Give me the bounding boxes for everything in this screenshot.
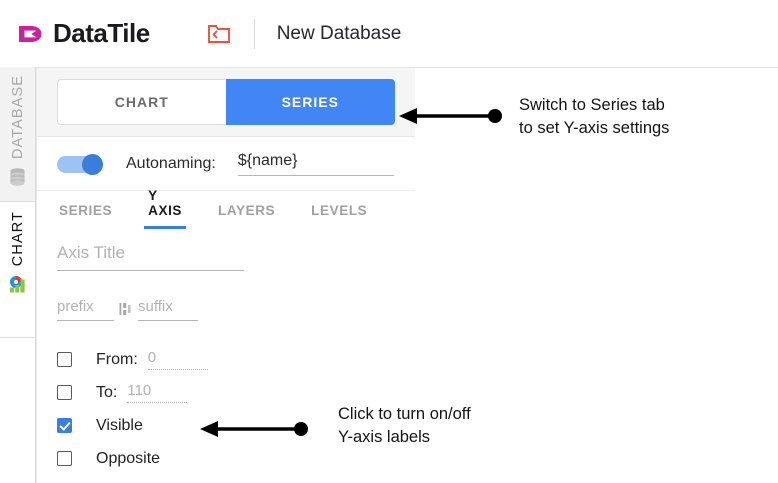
header-divider bbox=[253, 18, 255, 49]
axis-subtabs: SERIES Y AXIS LAYERS LEVELS bbox=[37, 188, 415, 229]
autonaming-label: Autonaming: bbox=[126, 154, 216, 172]
prefix-suffix-row: prefix suffix bbox=[57, 298, 395, 321]
checkbox-row-opposite: Opposite bbox=[57, 442, 395, 475]
mode-toggle-bar: CHART SERIES bbox=[37, 68, 415, 137]
checkbox-from-label: From: bbox=[96, 350, 138, 368]
chart-pie-bars-icon bbox=[7, 273, 29, 295]
left-tab-rail: DATABASE CHART bbox=[0, 67, 36, 483]
datatile-logo-icon bbox=[16, 19, 46, 49]
annotation-label-2: Click to turn on/off Y-axis labels bbox=[338, 405, 471, 447]
toggle-knob bbox=[82, 153, 103, 175]
database-title: New Database bbox=[276, 22, 402, 44]
checkbox-to[interactable] bbox=[57, 385, 72, 400]
axis-title-input[interactable]: Axis Title bbox=[57, 243, 244, 271]
database-cylinder-icon bbox=[7, 166, 29, 188]
checkbox-row-visible: Visible bbox=[57, 409, 395, 442]
autonaming-row: Autonaming: ${name} bbox=[37, 137, 415, 191]
annotation-label-1: Switch to Series tab to set Y-axis setti… bbox=[519, 96, 670, 138]
brand-name: DataTile bbox=[53, 18, 150, 48]
rail-tab-chart[interactable]: CHART bbox=[0, 203, 35, 338]
checkbox-opposite[interactable] bbox=[57, 451, 72, 466]
checkbox-to-label: To: bbox=[96, 383, 118, 401]
autonaming-toggle[interactable] bbox=[57, 153, 103, 175]
checkbox-visible[interactable] bbox=[57, 418, 72, 433]
app-header: DataTile New Database bbox=[0, 0, 778, 68]
to-value-input[interactable]: 110 bbox=[127, 382, 188, 403]
checkbox-row-from: From: 0 bbox=[57, 343, 395, 376]
checkbox-visible-label: Visible bbox=[96, 416, 143, 434]
checkbox-opposite-label: Opposite bbox=[96, 449, 161, 467]
rail-tab-chart-label: CHART bbox=[9, 211, 26, 267]
subtab-levels[interactable]: LEVELS bbox=[311, 203, 368, 218]
axis-checkbox-list: From: 0 To: 110 Visible Opposite bbox=[57, 343, 395, 475]
suffix-input[interactable]: suffix bbox=[138, 298, 198, 321]
number-format-icon[interactable] bbox=[119, 302, 132, 316]
checkbox-row-to: To: 110 bbox=[57, 376, 395, 409]
checkbox-from[interactable] bbox=[57, 352, 72, 367]
subtab-series[interactable]: SERIES bbox=[59, 203, 113, 218]
brand-logo[interactable]: DataTile bbox=[16, 18, 150, 49]
mode-button-series[interactable]: SERIES bbox=[225, 79, 395, 125]
rail-tab-database-label: DATABASE bbox=[9, 75, 26, 160]
folder-back-icon[interactable] bbox=[206, 21, 232, 47]
autonaming-input[interactable]: ${name} bbox=[237, 152, 394, 176]
prefix-input[interactable]: prefix bbox=[57, 298, 114, 321]
mode-button-chart[interactable]: CHART bbox=[57, 79, 226, 125]
subtab-layers[interactable]: LAYERS bbox=[218, 203, 276, 218]
from-value-input[interactable]: 0 bbox=[147, 349, 208, 370]
rail-tab-database[interactable]: DATABASE bbox=[0, 67, 35, 202]
series-settings-panel: CHART SERIES Autonaming: ${name} SERIES … bbox=[36, 68, 415, 483]
axis-fields: Axis Title prefix suffix From: 0 bbox=[37, 229, 415, 475]
subtab-y-axis[interactable]: Y AXIS bbox=[144, 188, 187, 229]
